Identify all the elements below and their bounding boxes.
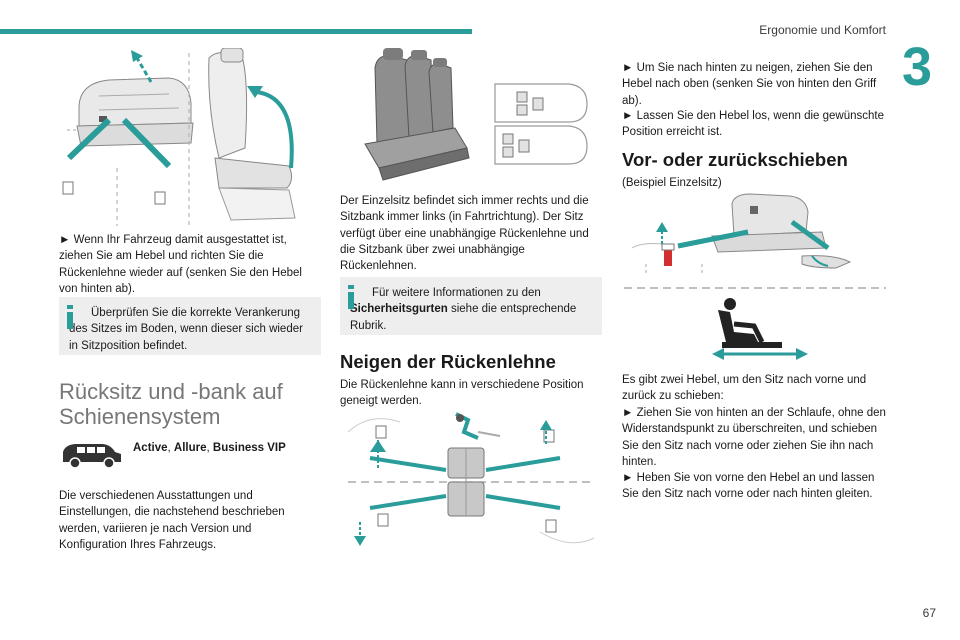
col3-step1: ► Um Sie nach hinten zu neigen, ziehen S… — [622, 62, 877, 107]
col3-heading: Vor- oder zurückschieben — [622, 149, 848, 170]
trim-labels: Active, Allure, Business VIP — [133, 442, 286, 454]
trim-allure: Allure — [173, 442, 207, 454]
col1-heading: Rücksitz und -bank auf Schienensystem — [59, 379, 283, 429]
seat-slide-illustration — [622, 192, 888, 364]
note-bold: Sicherheitsgurten — [350, 303, 448, 316]
note-post: siehe die entsprechende Rubrik. — [350, 303, 577, 332]
rear-seats-layout-illustration — [355, 48, 595, 188]
col3-subtitle: (Beispiel Einzelsitz) — [622, 177, 722, 189]
col3-step2: ► Lassen Sie den Hebel los, wenn die gew… — [622, 110, 884, 139]
col2-note-text: Für weitere Informationen zu den Sicherh… — [350, 285, 592, 334]
info-icon — [348, 285, 354, 309]
col2-para2: Die Rückenlehne kann in verschiedene Pos… — [340, 379, 584, 408]
trim-active: Active — [133, 442, 168, 454]
note-pre: Für weitere Informationen zu den — [372, 287, 541, 299]
info-icon — [67, 305, 73, 329]
col2-para1: Der Einzelsitz befindet sich immer recht… — [340, 195, 589, 273]
trim-levels: Active, Allure, Business VIP — [59, 440, 286, 470]
section-title: Ergonomie und Komfort — [759, 23, 886, 37]
col3-step4: ► Heben Sie von vorne den Hebel an und l… — [622, 472, 875, 501]
trim-sep1: , — [167, 442, 174, 454]
col1-step1: ► Wenn Ihr Fahrzeug damit ausgestattet i… — [59, 234, 302, 295]
backrest-tilt-illustration — [340, 412, 602, 552]
trim-business-vip: Business VIP — [212, 442, 286, 454]
col1-note-text: Überprüfen Sie die korrekte Verankerung … — [69, 307, 303, 352]
page-number: 67 — [922, 606, 936, 620]
col2-heading: Neigen der Rückenlehne — [340, 351, 556, 372]
minivan-icon — [63, 444, 121, 469]
chapter-number: 3 — [902, 37, 933, 97]
col1-intro: Die verschiedenen Ausstattungen und Eins… — [59, 490, 285, 551]
col1-info-note: Überprüfen Sie die korrekte Verankerung … — [59, 297, 321, 355]
header-accent-bar — [0, 29, 472, 34]
col3-step3: ► Ziehen Sie von hinten an der Schlaufe,… — [622, 407, 886, 468]
trim-sep2: , — [206, 442, 213, 454]
seat-backrest-illustration — [59, 48, 321, 226]
col2-info-note: Für weitere Informationen zu den Sicherh… — [340, 277, 602, 335]
col3-para1: Es gibt zwei Hebel, um den Sitz nach vor… — [622, 374, 867, 403]
